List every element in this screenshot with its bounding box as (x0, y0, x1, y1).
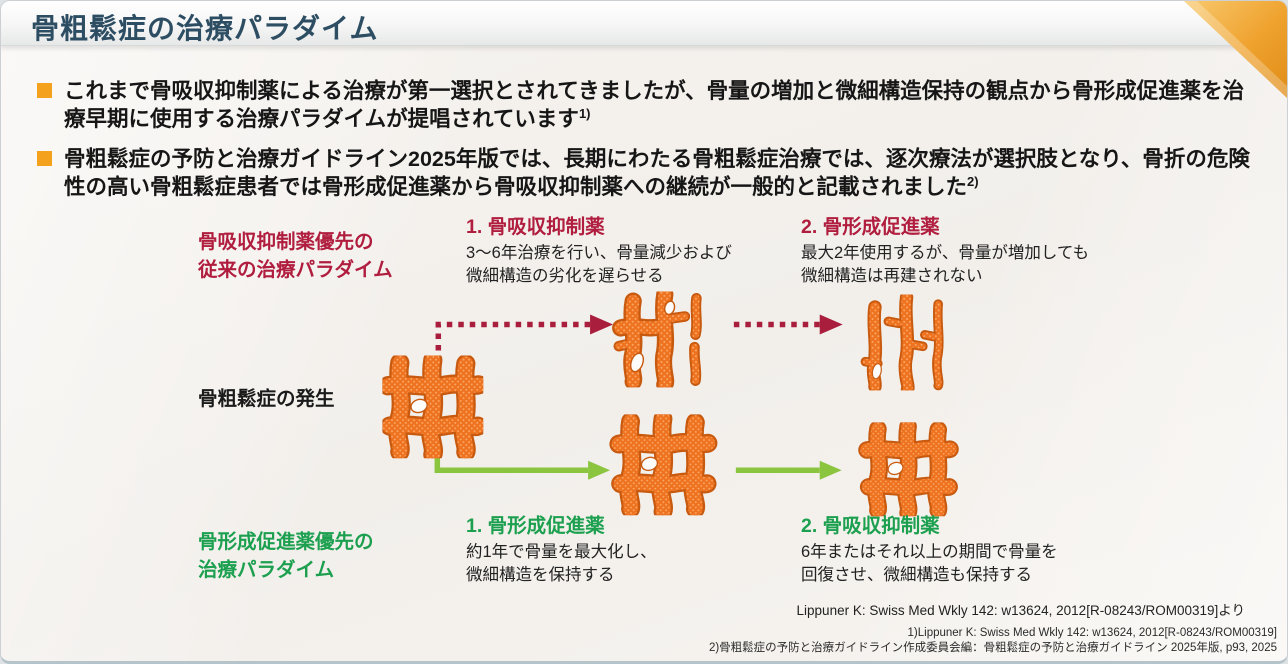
green-arrow-new-1 (434, 450, 589, 474)
arrowhead (819, 460, 842, 480)
ref-mark: 2) (967, 174, 979, 190)
bullet-item: これまで骨吸収抑制薬による治療が第一選択とされてきましたが、骨量の増加と微細構造… (37, 77, 1259, 134)
bullet-square-icon (37, 83, 52, 98)
reference-line: 1)Lippuner K: Swiss Med Wkly 142: w13624… (907, 627, 1277, 640)
summary-bullets: これまで骨吸収抑制薬による治療が第一選択とされてきましたが、骨量の増加と微細構造… (37, 77, 1259, 213)
bone-icon-anabolic-second-result (865, 297, 938, 389)
step-title: 2. 骨形成促進薬 (801, 216, 940, 238)
bullet-item: 骨粗鬆症の予防と治療ガイドライン2025年版では、長期にわたる骨粗鬆症治療では、… (37, 145, 1259, 202)
onset-label: 骨粗鬆症の発生 (198, 388, 335, 410)
bone-icon-onset (388, 360, 479, 454)
bone-icon-antiresorptive-second-result (867, 427, 950, 513)
bone-icon-anabolic-first-result (619, 419, 708, 512)
diagram-source-citation: Lippuner K: Swiss Med Wkly 142: w13624, … (796, 603, 1245, 618)
conventional-paradigm-label: 骨吸収抑制薬優先の 従来の治療パラダイム (198, 231, 393, 282)
bullet-square-icon (37, 150, 52, 166)
corner-ribbon-decoration (1184, 1, 1287, 98)
step-title: 2. 骨吸収抑制薬 (801, 515, 940, 537)
reference-line: 2)骨粗鬆症の予防と治療ガイドライン作成委員会編：骨粗鬆症の予防と治療ガイドライ… (708, 641, 1277, 654)
arrowhead (590, 314, 614, 335)
bullet-text: これまで骨吸収抑制薬による治療が第一選択とされてきましたが、骨量の増加と微細構造… (64, 79, 1245, 132)
footer-references: 1)Lippuner K: Swiss Med Wkly 142: w13624… (709, 626, 1277, 655)
page-title: 骨粗鬆症の治療パラダイム (31, 14, 379, 45)
bullet-text: 骨粗鬆症の予防と治療ガイドライン2025年版では、長期にわたる骨粗鬆症治療では、… (64, 146, 1250, 200)
arrowhead (819, 314, 843, 335)
step-title: 1. 骨形成促進薬 (466, 515, 605, 537)
title-bar: 骨粗鬆症の治療パラダイム (1, 1, 1287, 46)
dashed-arrow-conventional-1 (435, 321, 591, 351)
step-desc: 約1年で骨量を最大化し、 微細構造を保持する (466, 543, 657, 584)
new-paradigm-step1: 1. 骨形成促進薬 約1年で骨量を最大化し、 微細構造を保持する (466, 515, 796, 586)
step-desc: 6年またはそれ以上の期間で骨量を 回復させ、微細構造も保持する (801, 543, 1058, 584)
conventional-step2: 2. 骨形成促進薬 最大2年使用するが、骨量が増加しても 微細構造は再建されない (801, 216, 1131, 287)
new-paradigm-step2: 2. 骨吸収抑制薬 6年またはそれ以上の期間で骨量を 回復させ、微細構造も保持す… (801, 515, 1131, 586)
arrowhead (588, 460, 611, 480)
step-title: 1. 骨吸収抑制薬 (466, 216, 605, 238)
new-paradigm-label: 骨形成促進薬優先の 治療パラダイム (198, 531, 374, 582)
step-desc: 最大2年使用するが、骨量が増加しても 微細構造は再建されない (801, 244, 1090, 285)
ref-mark: 1) (578, 106, 591, 122)
conventional-step1: 1. 骨吸収抑制薬 3〜6年治療を行い、骨量減少および 微細構造の劣化を遅らせる (466, 216, 796, 287)
bone-icon-antiresorptive-result (619, 294, 697, 384)
step-desc: 3〜6年治療を行い、骨量減少および 微細構造の劣化を遅らせる (466, 244, 732, 285)
